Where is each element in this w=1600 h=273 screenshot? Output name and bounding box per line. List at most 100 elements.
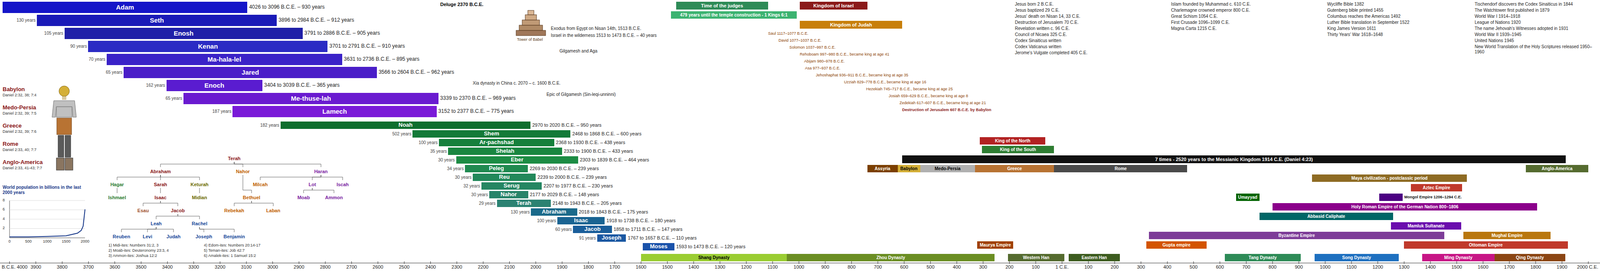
note-text: Columbus reaches the Americas 1492 bbox=[1327, 13, 1401, 20]
note-text: Daniel 2:33, 41-43; 7:7 bbox=[2, 165, 43, 171]
timeline-bar: Mamluk Sultanate bbox=[1390, 222, 1462, 230]
person-name: Nahor bbox=[235, 168, 250, 174]
timeline-bar: Medo-Persia bbox=[920, 164, 976, 173]
family-link bbox=[177, 213, 200, 220]
timeline-bar: Reu2239 to 2000 B.C.E. – 239 years bbox=[472, 173, 536, 181]
person-name: Bethuel bbox=[242, 194, 261, 200]
population-chart bbox=[9, 200, 86, 238]
axis-tick bbox=[1351, 261, 1352, 264]
generation-gap: 34 years bbox=[447, 166, 464, 172]
axis-tick bbox=[1035, 261, 1037, 264]
note-text: Deluge 2370 B.C.E. bbox=[440, 1, 484, 8]
bar-label: Umayyad bbox=[1237, 194, 1257, 200]
timeline-bar: Babylon bbox=[897, 164, 921, 173]
axis-tick bbox=[1430, 261, 1431, 264]
note-text: 6) Amalek-ites: 1 Samuel 15:2 bbox=[203, 253, 256, 259]
daniel-statue bbox=[52, 85, 77, 171]
date-range: 2177 to 2029 B.C.E. – 148 years bbox=[530, 191, 600, 198]
axis-tick bbox=[746, 261, 747, 264]
axis-label: 1600 bbox=[1477, 264, 1489, 270]
note-text: Council of Nicaea 325 C.E. bbox=[1014, 32, 1067, 38]
axis-tick bbox=[1088, 261, 1089, 264]
note-text: League of Nations 1920 bbox=[1474, 19, 1521, 26]
date-range: 2333 to 1900 B.C.E. – 433 years bbox=[563, 148, 634, 154]
axis-label: 800 bbox=[847, 264, 856, 270]
axis-tick bbox=[719, 261, 721, 264]
bar-label: King of the North bbox=[994, 138, 1031, 144]
axis-tick bbox=[1509, 261, 1510, 264]
note-text: Xia dynasty in China c. 2070 – c. 1600 B… bbox=[472, 80, 561, 86]
person-name: Iscah bbox=[336, 181, 349, 187]
axis-tick bbox=[930, 261, 931, 264]
axis-tick bbox=[35, 261, 36, 264]
tower-tier bbox=[519, 25, 543, 31]
timeline-bar: Shem2468 to 1868 B.C.E. – 600 years bbox=[412, 130, 571, 138]
timeline-bar: Jacob1858 to 1711 B.C.E. – 147 years bbox=[572, 225, 612, 233]
person-name: Abraham bbox=[150, 168, 171, 174]
note-text: 3) Ammon-ites: Joshua 12:2 bbox=[108, 253, 158, 259]
bar-label: 7 times - 2520 years to the Messianic Ki… bbox=[1155, 156, 1313, 163]
note-text: Jesus' death on Nisan 14, 33 C.E. bbox=[1014, 13, 1081, 20]
axis-tick bbox=[298, 261, 300, 264]
axis-label: 1200 bbox=[740, 264, 752, 270]
bar-label: Aztec Empire bbox=[1422, 185, 1450, 191]
family-member: Jacob bbox=[169, 206, 187, 214]
axis-label: 3100 bbox=[241, 264, 252, 270]
family-link bbox=[143, 200, 161, 207]
timeline-bar: Tang Dynasty bbox=[1224, 253, 1301, 262]
population-curve bbox=[9, 209, 86, 237]
note-text: David 1077–1037 B.C.E. bbox=[778, 38, 822, 43]
axis-label: 3500 bbox=[135, 264, 147, 270]
axis-tick bbox=[483, 261, 484, 264]
note-text: Tower of Babel bbox=[516, 37, 544, 43]
family-member: Milcah bbox=[251, 179, 269, 188]
note-text: The Watchtower first published in 1879 bbox=[1474, 7, 1550, 14]
note-text: Greece bbox=[2, 122, 22, 130]
family-member: Esau bbox=[136, 206, 151, 214]
note-text: Solomon 1037–997 B.C.E. bbox=[789, 45, 836, 50]
axis-label: 500 bbox=[1189, 264, 1198, 270]
person-name: Hagar bbox=[110, 181, 124, 187]
note-text: 1) Midi-ites: Numbers 31:2, 3 bbox=[108, 242, 159, 248]
timeline-bar: Ma-hala-lel3631 to 2736 B.C.E. – 895 yea… bbox=[106, 53, 343, 66]
neck bbox=[62, 96, 67, 100]
chart-axis bbox=[9, 237, 86, 239]
generation-gap: 60 years bbox=[555, 226, 572, 233]
bar-label: Medo-Persia bbox=[934, 166, 961, 172]
timeline-bar: Jared3566 to 2604 B.C.E. – 962 years bbox=[123, 66, 377, 79]
note-text: 1000 bbox=[42, 238, 52, 244]
note-text: Jesus born 2 B.C.E. bbox=[1014, 1, 1054, 7]
note-text: Asa 977–937 B.C.E. bbox=[804, 65, 841, 71]
bar-label: Qing Dynasty bbox=[1515, 255, 1544, 261]
note-text: 2 bbox=[2, 225, 5, 231]
axis-label: 1500 bbox=[661, 264, 673, 270]
axis-tick bbox=[1272, 261, 1273, 264]
generation-gap: 29 years bbox=[478, 200, 496, 207]
date-range: 3896 to 2984 B.C.E. – 912 years bbox=[278, 17, 354, 24]
axis-tick bbox=[246, 261, 247, 264]
axis-tick bbox=[772, 261, 773, 264]
date-range: 3339 to 2370 B.C.E. – 969 years bbox=[440, 95, 516, 102]
axis-label: 3600 bbox=[109, 264, 120, 270]
bar-label: King of the South bbox=[999, 147, 1036, 153]
date-range: 1593 to 1473 B.C.E. – 120 years bbox=[676, 243, 746, 250]
person-name: Sarah bbox=[153, 181, 168, 187]
family-link bbox=[199, 187, 200, 194]
person-name: Midian bbox=[192, 194, 208, 200]
timeline-bar: Aztec Empire bbox=[1410, 183, 1463, 192]
timeline-bar: Serug2207 to 1977 B.C.E. – 230 years bbox=[481, 182, 543, 190]
family-member: Keturah bbox=[189, 179, 210, 188]
note-text: 2000 bbox=[80, 238, 90, 244]
axis-tick bbox=[535, 261, 537, 264]
axis-label: 700 bbox=[873, 264, 882, 270]
axis-tick bbox=[325, 261, 326, 264]
note-text: Codex Vaticanus written bbox=[1014, 44, 1062, 50]
axis-tick bbox=[1456, 261, 1457, 264]
person-name: Terah bbox=[227, 155, 241, 161]
timeline-bar: Mughal Empire bbox=[1463, 231, 1551, 239]
note-text: 0 bbox=[8, 238, 11, 244]
bar-label: Greece bbox=[1007, 166, 1022, 172]
timeline-bar: Terah2148 to 1943 B.C.E. – 205 years bbox=[497, 199, 551, 207]
date-range: 1858 to 1711 B.C.E. – 147 years bbox=[613, 226, 683, 233]
date-range: 3152 to 2377 B.C.E. – 775 years bbox=[438, 108, 514, 115]
